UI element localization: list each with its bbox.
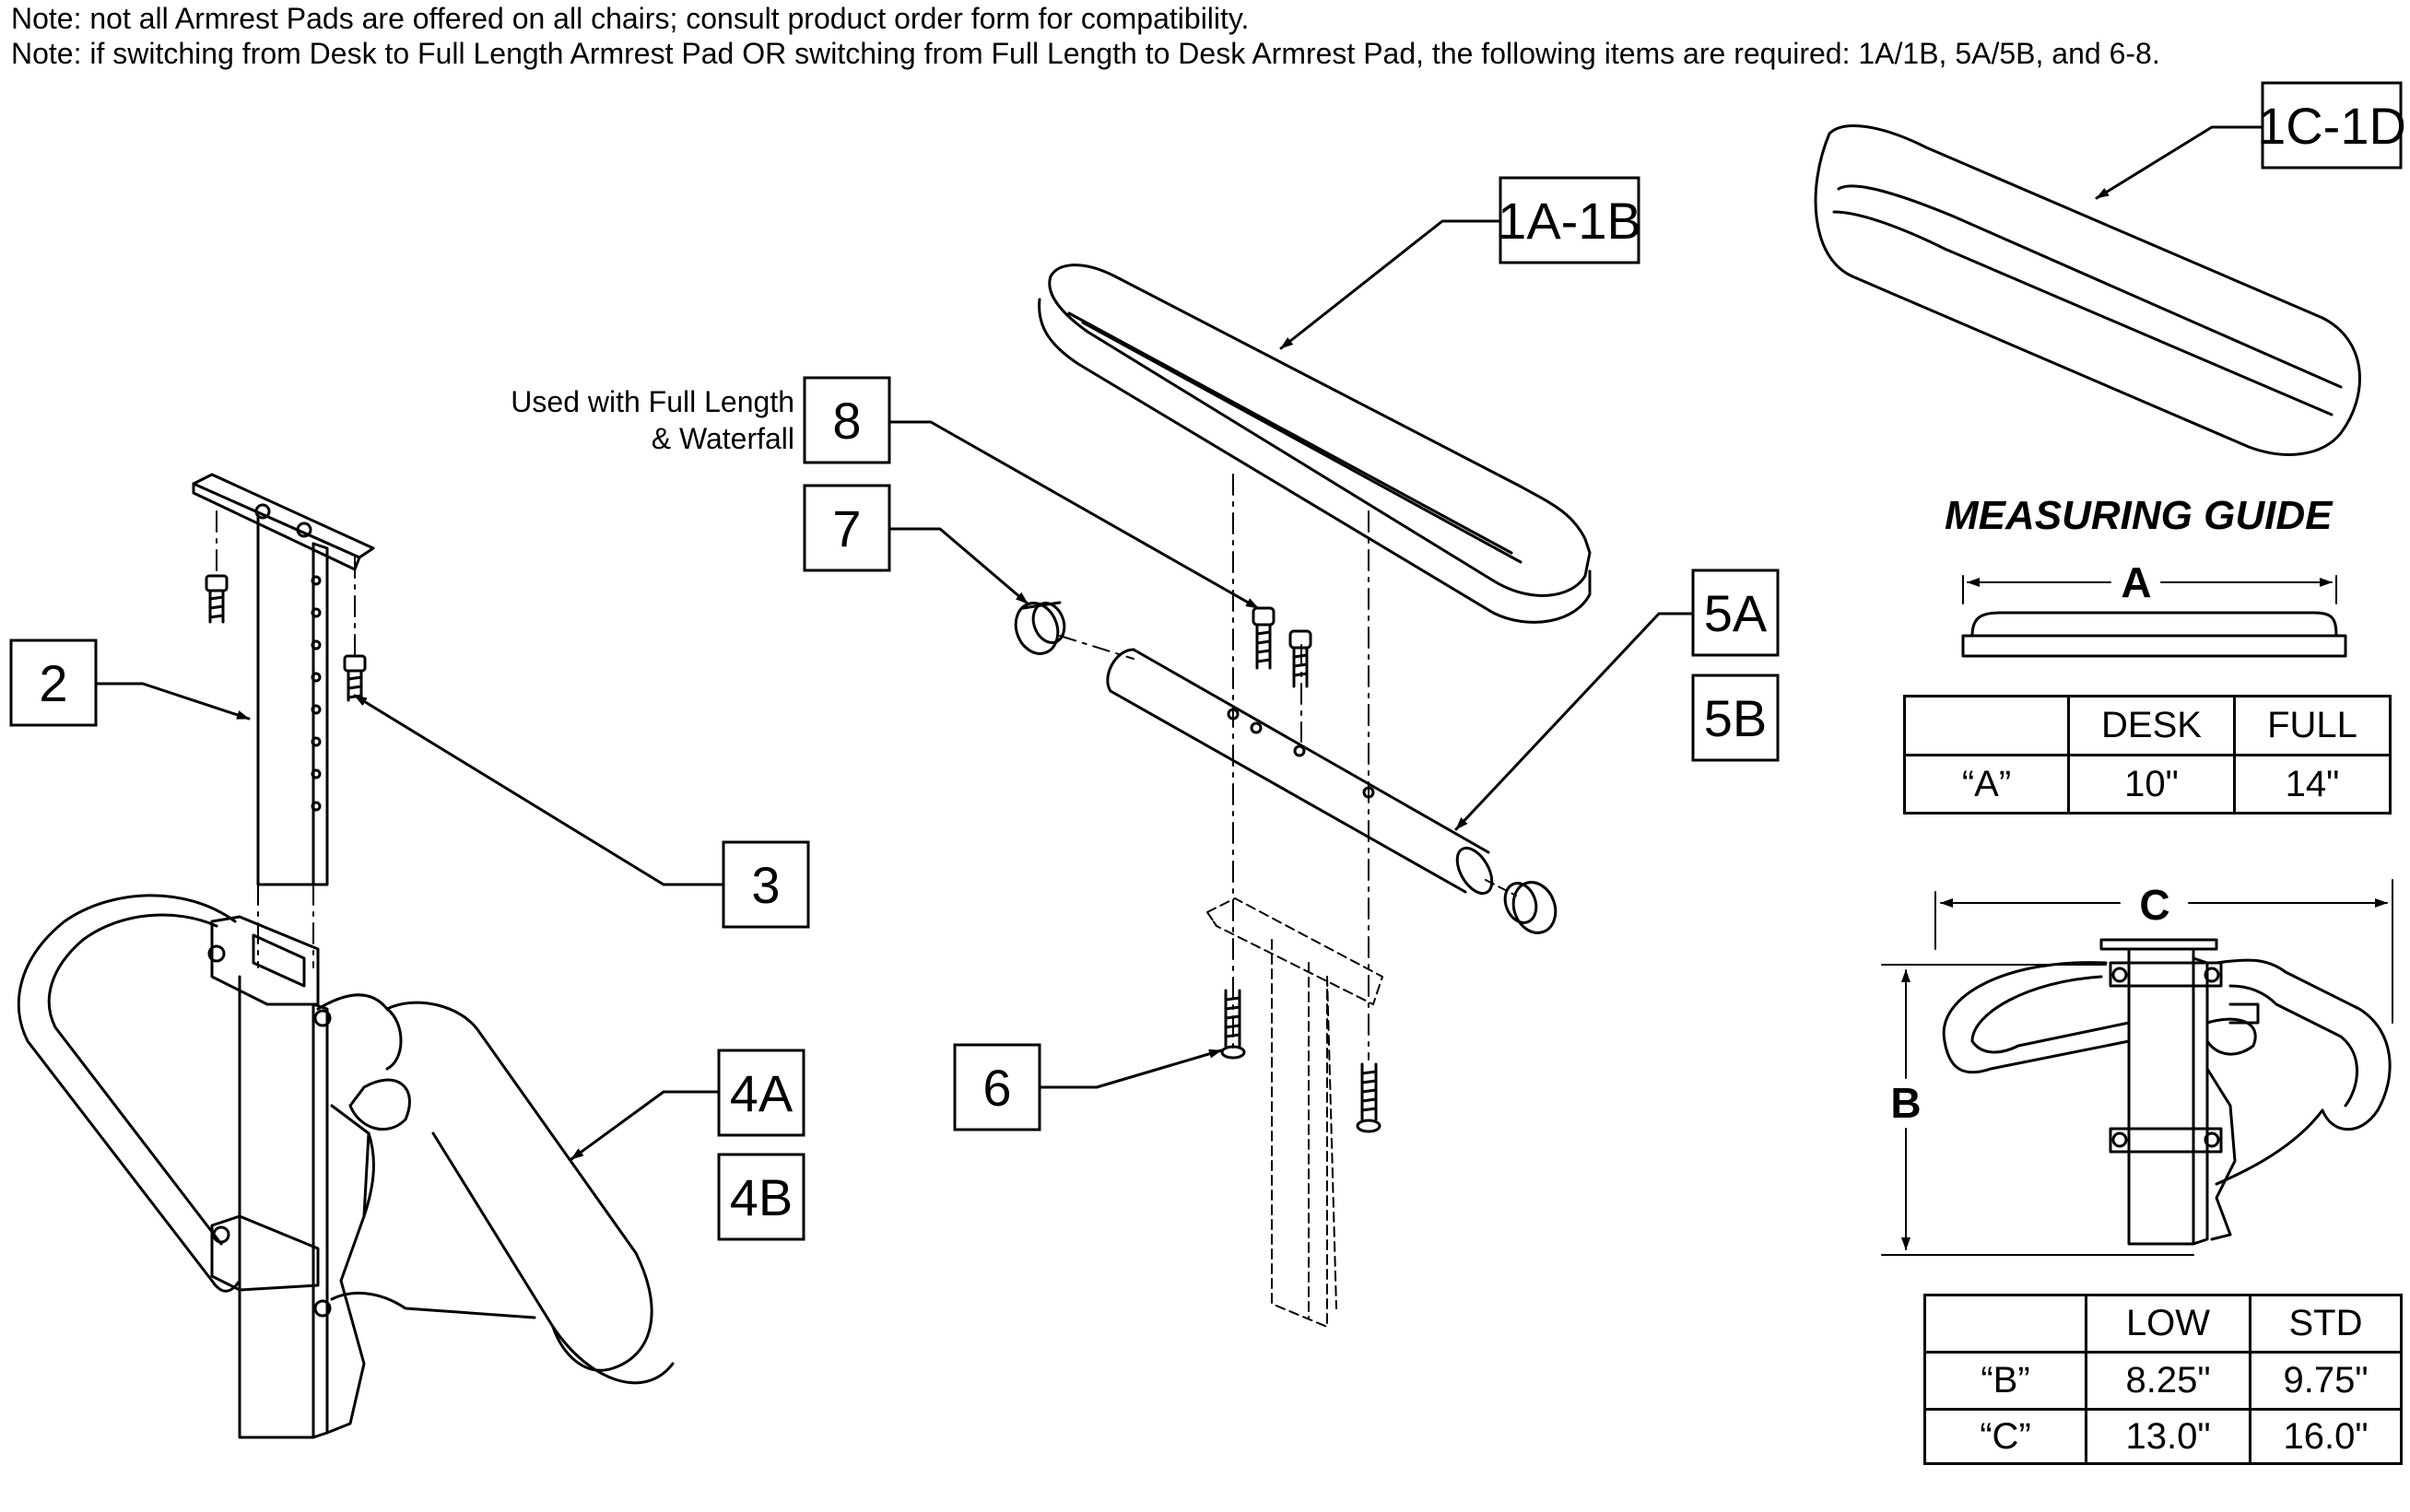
callout-8: 8 bbox=[832, 392, 861, 450]
callout-4b: 4B bbox=[730, 1168, 794, 1226]
armrest-pad-1a-1b bbox=[1038, 264, 1592, 624]
armrest-frame-4a-4b bbox=[17, 894, 675, 1439]
callout-1c-1d: 1C-1D bbox=[2257, 97, 2406, 155]
table-bc-c-low: 13.0" bbox=[2085, 1408, 2251, 1465]
measure-table-a: DESK FULL “A” 10" 14" bbox=[1903, 695, 2392, 815]
measuring-guide-title: MEASURING GUIDE bbox=[1945, 493, 2333, 538]
table-a-desk-value: 10" bbox=[2067, 754, 2236, 815]
dimension-b-label: B bbox=[1890, 1079, 1921, 1127]
callout-3: 3 bbox=[751, 856, 780, 914]
armrest-tube-5a-5b bbox=[1106, 648, 1494, 896]
table-bc-row-b-label: “B” bbox=[1923, 1351, 2087, 1411]
table-a-row-label: “A” bbox=[1903, 754, 2070, 815]
end-plug-7 bbox=[1014, 601, 1066, 655]
table-bc-b-std: 9.75" bbox=[2249, 1351, 2403, 1411]
callout-box-4a bbox=[717, 1049, 805, 1137]
table-bc-b-low: 8.25" bbox=[2085, 1351, 2251, 1411]
callout-1a-1b: 1A-1B bbox=[1498, 192, 1641, 250]
callout-box-6 bbox=[953, 1043, 1041, 1131]
measure-table-bc: LOW STD “B” 8.25" 9.75" “C” 13.0" 16.0" bbox=[1923, 1294, 2403, 1465]
note-compatibility: Note: not all Armrest Pads are offered o… bbox=[11, 2, 1250, 35]
used-with-line-1: Used with Full Length bbox=[511, 385, 794, 418]
table-bc-header-blank bbox=[1923, 1294, 2087, 1354]
callout-box-2 bbox=[9, 639, 98, 727]
table-bc-header-std: STD bbox=[2249, 1294, 2403, 1354]
callout-box-8 bbox=[803, 376, 891, 464]
callout-box-5a bbox=[1691, 568, 1780, 657]
armrest-post-2 bbox=[192, 473, 375, 886]
table-a-header-full: FULL bbox=[2233, 695, 2392, 756]
table-bc-header-low: LOW bbox=[2085, 1294, 2251, 1354]
table-a-header-blank bbox=[1903, 695, 2070, 756]
callout-box-1a-1b bbox=[1499, 176, 1640, 264]
used-with-line-2: & Waterfall bbox=[652, 422, 794, 455]
callout-box-1c-1d bbox=[2261, 81, 2403, 170]
table-bc-row-c-label: “C” bbox=[1923, 1408, 2087, 1465]
table-bc-c-std: 16.0" bbox=[2249, 1408, 2403, 1465]
table-a-header-desk: DESK bbox=[2067, 695, 2236, 756]
dimension-a-label: A bbox=[2121, 558, 2151, 606]
callout-2: 2 bbox=[39, 654, 67, 712]
callout-7: 7 bbox=[832, 499, 861, 557]
callout-6: 6 bbox=[982, 1059, 1011, 1117]
end-plug-right bbox=[1503, 881, 1558, 934]
callout-5b: 5B bbox=[1704, 689, 1768, 747]
measure-armrest-side-view bbox=[1942, 938, 2392, 1246]
screws-6 bbox=[1220, 989, 1381, 1133]
phantom-mount-bracket bbox=[1206, 897, 1383, 1328]
table-a-full-value: 14" bbox=[2233, 754, 2392, 815]
callout-box-3 bbox=[722, 840, 810, 929]
callout-box-4b bbox=[717, 1153, 805, 1241]
note-switching: Note: if switching from Desk to Full Len… bbox=[11, 37, 2160, 70]
armrest-pad-1c-1d bbox=[1814, 124, 2361, 456]
measure-pad-profile bbox=[1961, 575, 2347, 658]
callout-4a: 4A bbox=[730, 1064, 794, 1122]
dimension-c-label: C bbox=[2139, 881, 2169, 929]
callout-5a: 5A bbox=[1704, 584, 1768, 642]
callout-box-7 bbox=[803, 484, 891, 572]
callout-box-5b bbox=[1691, 674, 1780, 762]
screws-3 bbox=[205, 574, 367, 702]
